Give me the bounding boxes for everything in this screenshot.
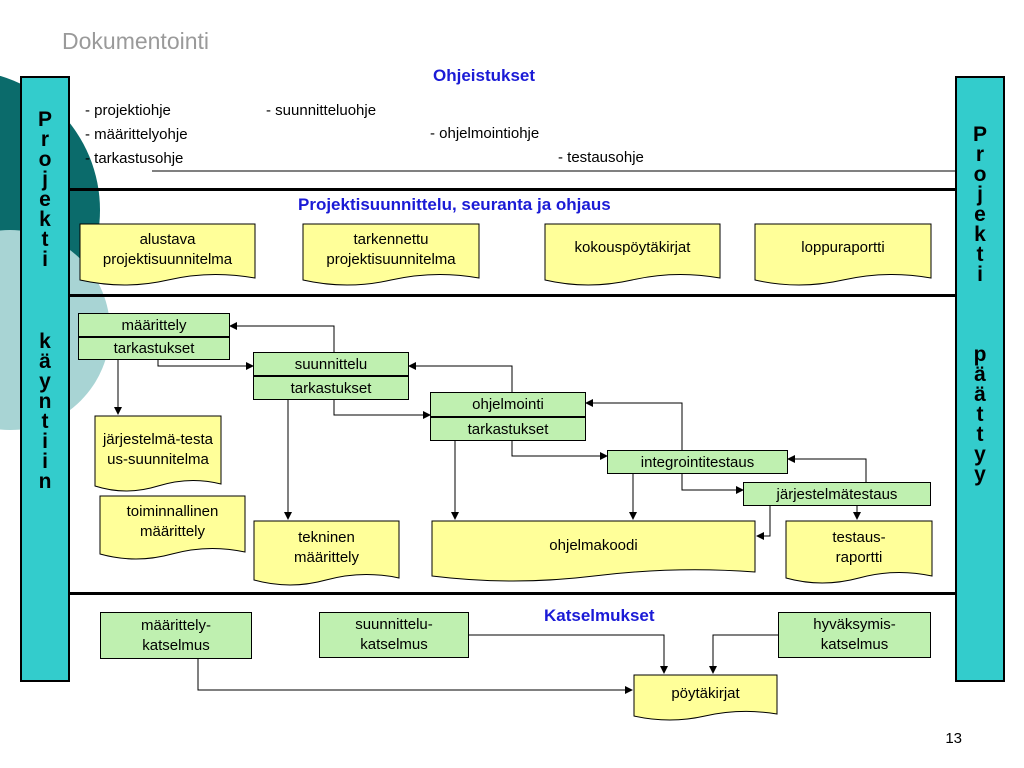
left-bar-letter: o (38, 148, 52, 171)
phase-box-maarittely-tarkastukset: tarkastukset (78, 337, 230, 360)
phase-box-suunnittelu: suunnittelu (253, 352, 409, 376)
document-tekninen-maarittely: tekninen määrittely (293, 529, 360, 566)
section-title-katselmukset: Katselmukset (544, 606, 655, 625)
doc-tarkennettu (302, 223, 480, 286)
left-bar-letter: j (42, 168, 48, 191)
doc-loppuraportti (754, 223, 932, 286)
right-bar-letter: y (974, 443, 986, 466)
page-number: 13 (945, 730, 962, 747)
left-bar-letter: k (39, 208, 51, 231)
guide-item: - määrittelyohje (85, 126, 188, 143)
separator-line (70, 188, 955, 191)
guide-item: - testausohje (558, 149, 644, 166)
doc-tekninen (253, 520, 400, 586)
document-alustava-projektisuunnitelma: alustava projektisuunnitelma (102, 231, 233, 268)
doc-toiminnallinen (99, 495, 246, 560)
left-bar-letter: n (38, 470, 52, 493)
review-box-maarittely-katselmus: määrittely-katselmus (100, 612, 252, 659)
guide-item: - suunnitteluohje (266, 102, 377, 119)
right-bar-letter: r (975, 143, 985, 166)
left-bar-letter: t (41, 228, 49, 251)
doc-ohjelmakoodi (431, 520, 756, 582)
right-bar-letter: y (974, 463, 986, 486)
section-title-projektisuunnittelu: Projektisuunnittelu, seuranta ja ohjaus (298, 195, 611, 214)
phase-box-ohjelmointi-tarkastukset: tarkastukset (430, 417, 586, 441)
right-bar-letter: t (976, 403, 984, 426)
review-box-hyvaksymis-katselmus: hyväksymis-katselmus (778, 612, 931, 658)
guide-item: - tarkastusohje (85, 150, 184, 167)
left-bar-projekti-kaynnistyy: P r o j e k t i k ä y n t i i n (20, 76, 70, 682)
document-tarkennettu-projektisuunnitelma: tarkennettu projektisuunnitelma (326, 231, 456, 268)
doc-poytakirjat (633, 674, 778, 721)
right-bar-letter: P (972, 123, 987, 146)
document-jarjestelmatestaussuunnitelma-label: järjestelmä-testaus-suunnitelma (102, 431, 214, 468)
left-bar-letter: ä (39, 350, 51, 373)
doc-jtsuunnitelma (94, 415, 222, 492)
phase-box-integrointitestaus: integrointitestaus (607, 450, 788, 474)
phase-box-suunnittelu-tarkastukset: tarkastukset (253, 376, 409, 400)
left-bar-letter: r (40, 128, 50, 151)
phase-box-ohjelmointi: ohjelmointi (430, 392, 586, 417)
review-box-suunnittelu-katselmus: suunnittelu-katselmus (319, 612, 469, 658)
doc-kokous (544, 223, 721, 286)
guide-item: - ohjelmointiohje (430, 125, 540, 142)
doc-testausraportti (785, 520, 933, 584)
left-bar-letter: k (39, 330, 51, 353)
right-bar-projekti-paattyy: P r o j e k t i p ä ä t t y y (955, 76, 1005, 682)
page-title: Dokumentointi (62, 28, 210, 54)
section-title-ohjeistukset: Ohjeistukset (433, 66, 536, 85)
document-kokouspoytakirjat: kokouspöytäkirjat (574, 239, 691, 256)
left-bar-letter: n (38, 390, 52, 413)
right-bar-letter: e (974, 203, 986, 226)
phase-box-jarjestelmatestaus: järjestelmätestaus (743, 482, 931, 506)
separator-line (70, 294, 955, 297)
left-bar-letter: y (39, 370, 51, 393)
separator-line (70, 592, 955, 595)
right-bar-letter: ä (974, 363, 986, 386)
phase-box-maarittely: määrittely (78, 313, 230, 337)
right-bar-letter: ä (974, 383, 986, 406)
right-bar-letter: k (974, 223, 986, 246)
right-bar-letter: o (973, 163, 987, 186)
left-bar-letter: i (42, 450, 48, 473)
left-bar-letter: P (37, 108, 52, 131)
left-bar-letter: i (42, 430, 48, 453)
doc-alustava (79, 223, 256, 286)
guide-item: - projektiohje (85, 102, 171, 119)
document-jarjestelmatestaussuunnitelma: järjestelmä-testaus-suunnitelma (95, 419, 221, 481)
document-ohjelmakoodi: ohjelmakoodi (549, 537, 638, 554)
document-testausraportti: testaus-raportti (832, 529, 886, 566)
document-poytakirjat: pöytäkirjat (671, 685, 740, 702)
document-toiminnallinen-maarittely: toiminnallinen määrittely (126, 503, 219, 540)
left-bar-letter: e (39, 188, 51, 211)
right-bar-letter: j (977, 183, 983, 206)
document-loppuraportti: loppuraportti (801, 239, 885, 256)
right-bar-letter: p (973, 343, 987, 366)
left-bar-letter: t (41, 410, 49, 433)
left-bar-letter: i (42, 248, 48, 271)
right-bar-letter: t (976, 243, 984, 266)
right-bar-letter: t (976, 423, 984, 446)
right-bar-letter: i (977, 263, 983, 286)
